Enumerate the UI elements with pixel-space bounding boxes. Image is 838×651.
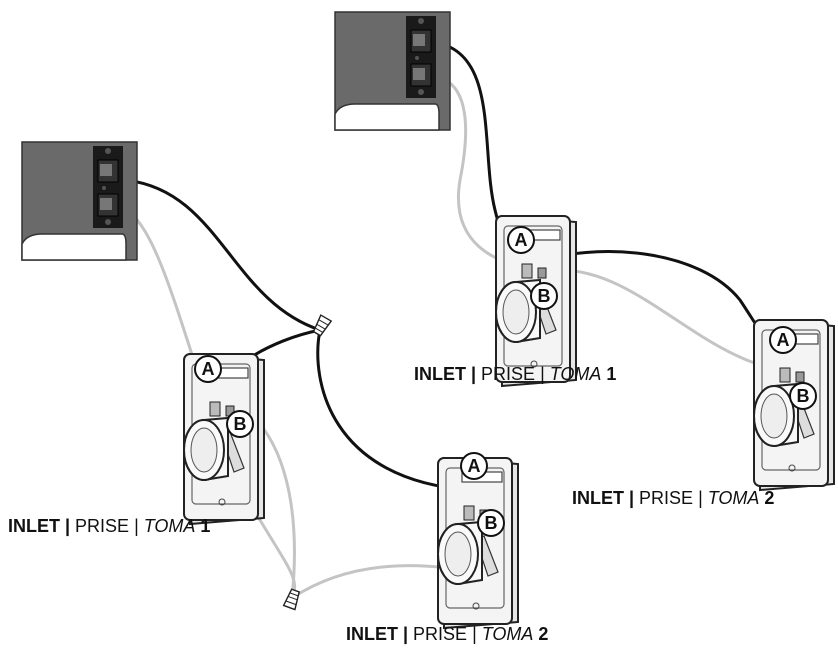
svg-text:A: A bbox=[777, 330, 790, 350]
wire-nut-icon bbox=[282, 587, 302, 611]
caption-inlet-2-right: INLET | PRISE | TOMA 2 bbox=[572, 488, 775, 508]
vacuum-inlet-icon bbox=[437, 457, 519, 629]
caption-inlet-1-right: INLET | PRISE | TOMA 1 bbox=[414, 364, 617, 384]
left-black-wire-inlet2 bbox=[316, 329, 471, 492]
svg-text:A: A bbox=[515, 230, 528, 250]
caption-inlet-2-left: INLET | PRISE | TOMA 2 bbox=[346, 624, 549, 644]
caption-inlet-1-left: INLET | PRISE | TOMA 1 bbox=[8, 516, 211, 536]
terminal-b-label: B bbox=[477, 509, 505, 537]
vacuum-inlet-icon bbox=[183, 353, 265, 525]
svg-text:B: B bbox=[485, 513, 498, 533]
svg-text:B: B bbox=[797, 386, 810, 406]
svg-text:A: A bbox=[468, 456, 481, 476]
wire-nut-icon bbox=[311, 314, 332, 338]
left-wall-terminal-block-icon bbox=[21, 141, 138, 261]
terminal-b-label: B bbox=[226, 410, 254, 438]
terminal-b-label: B bbox=[789, 382, 817, 410]
svg-text:A: A bbox=[202, 359, 215, 379]
terminal-a-label: A bbox=[460, 452, 488, 480]
terminal-a-label: A bbox=[769, 326, 797, 354]
terminal-a-label: A bbox=[194, 355, 222, 383]
terminal-a-label: A bbox=[507, 226, 535, 254]
right-wall-terminal-block-icon bbox=[334, 11, 451, 131]
svg-text:B: B bbox=[538, 286, 551, 306]
terminal-b-label: B bbox=[530, 282, 558, 310]
svg-text:B: B bbox=[234, 414, 247, 434]
left-black-wire-main bbox=[124, 178, 321, 332]
